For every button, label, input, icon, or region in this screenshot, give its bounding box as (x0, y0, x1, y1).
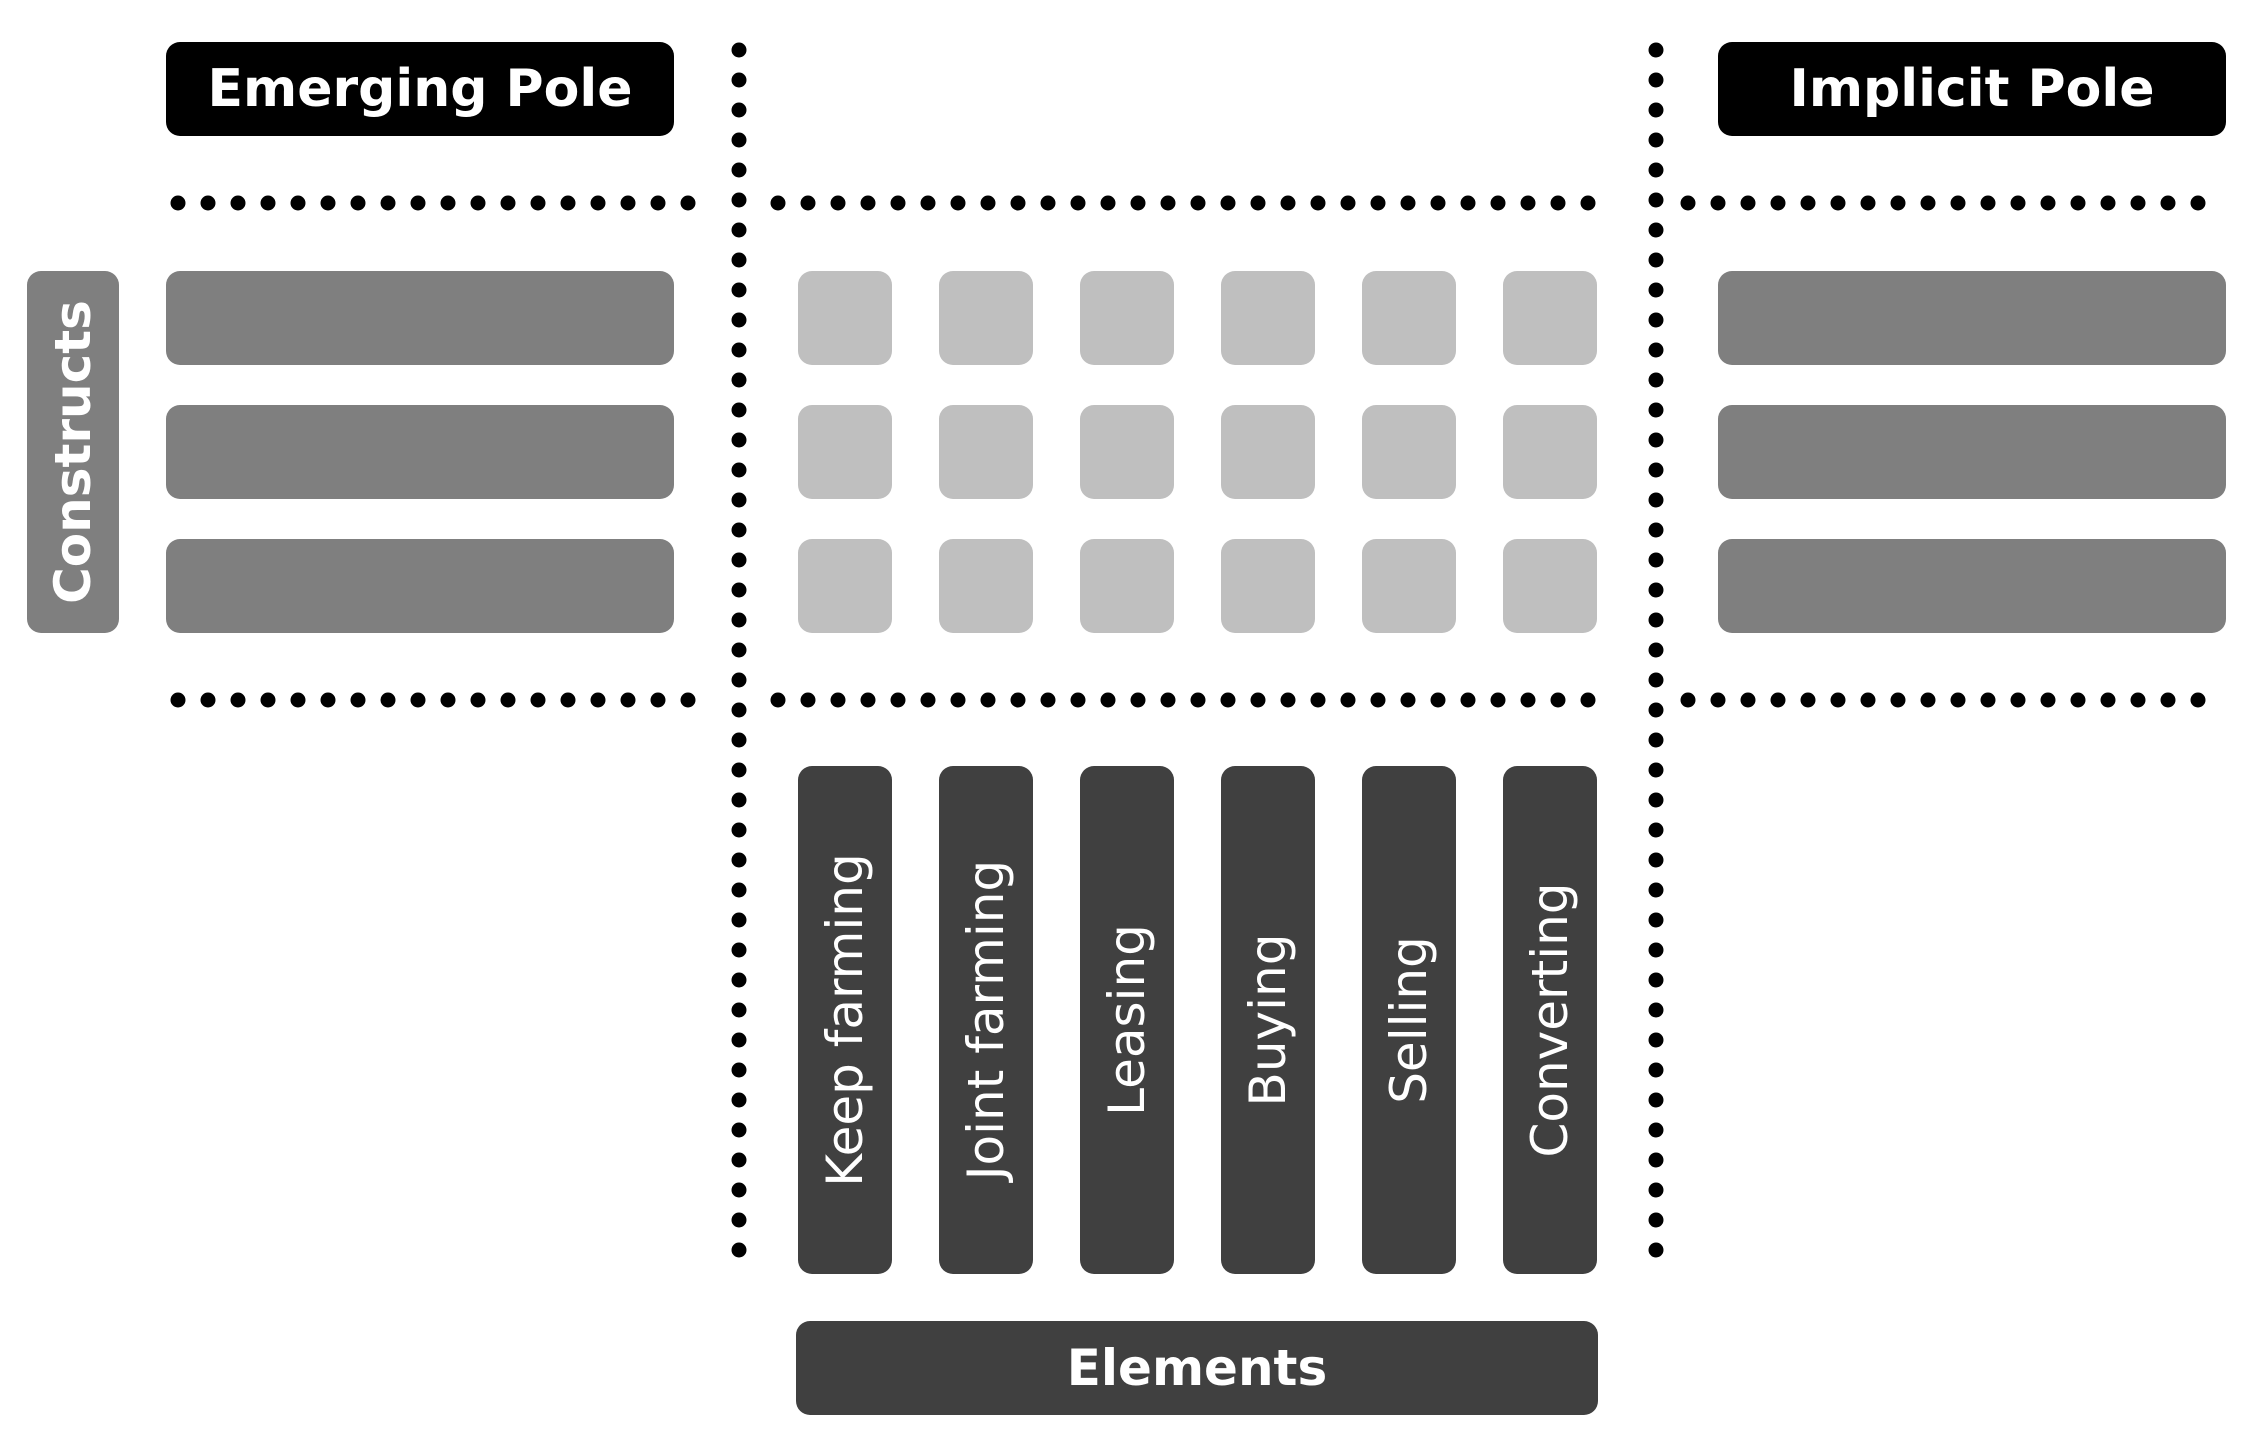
rating-cell (1221, 405, 1315, 499)
emerging-construct-bar (166, 271, 674, 365)
implicit-pole-label: Implicit Pole (1789, 59, 2155, 119)
element-label: Leasing (1098, 924, 1156, 1116)
emerging-pole-header: Emerging Pole (166, 42, 674, 136)
rating-cell (939, 405, 1033, 499)
element-buying: Buying (1221, 766, 1315, 1274)
constructs-label-box: Constructs (27, 271, 119, 633)
element-joint-farming: Joint farming (939, 766, 1033, 1274)
rating-cell (1503, 405, 1597, 499)
element-label: Keep farming (816, 853, 874, 1187)
emerging-pole-label: Emerging Pole (207, 59, 633, 119)
rating-cell (1362, 539, 1456, 633)
element-leasing: Leasing (1080, 766, 1174, 1274)
element-label: Buying (1239, 933, 1297, 1107)
element-selling: Selling (1362, 766, 1456, 1274)
constructs-label: Constructs (44, 300, 102, 604)
elements-label-box: Elements (796, 1321, 1598, 1415)
element-converting: Converting (1503, 766, 1597, 1274)
element-label: Joint farming (957, 859, 1015, 1181)
rating-cell (1362, 271, 1456, 365)
emerging-construct-bar (166, 405, 674, 499)
elements-label: Elements (1066, 1339, 1328, 1397)
rating-cell (939, 539, 1033, 633)
rating-cell (798, 271, 892, 365)
implicit-pole-header: Implicit Pole (1718, 42, 2226, 136)
emerging-construct-bar (166, 539, 674, 633)
rating-cell (1080, 539, 1174, 633)
element-keep-farming: Keep farming (798, 766, 892, 1274)
rating-cell (1221, 539, 1315, 633)
rating-cell (1362, 405, 1456, 499)
rating-cell (1503, 539, 1597, 633)
rating-cell (1221, 271, 1315, 365)
implicit-construct-bar (1718, 539, 2226, 633)
rating-cell (939, 271, 1033, 365)
implicit-construct-bar (1718, 271, 2226, 365)
implicit-construct-bar (1718, 405, 2226, 499)
element-label: Converting (1521, 882, 1579, 1158)
rating-cell (798, 539, 892, 633)
rating-cell (798, 405, 892, 499)
rating-cell (1080, 271, 1174, 365)
rating-cell (1080, 405, 1174, 499)
element-label: Selling (1380, 936, 1438, 1104)
rating-cell (1503, 271, 1597, 365)
